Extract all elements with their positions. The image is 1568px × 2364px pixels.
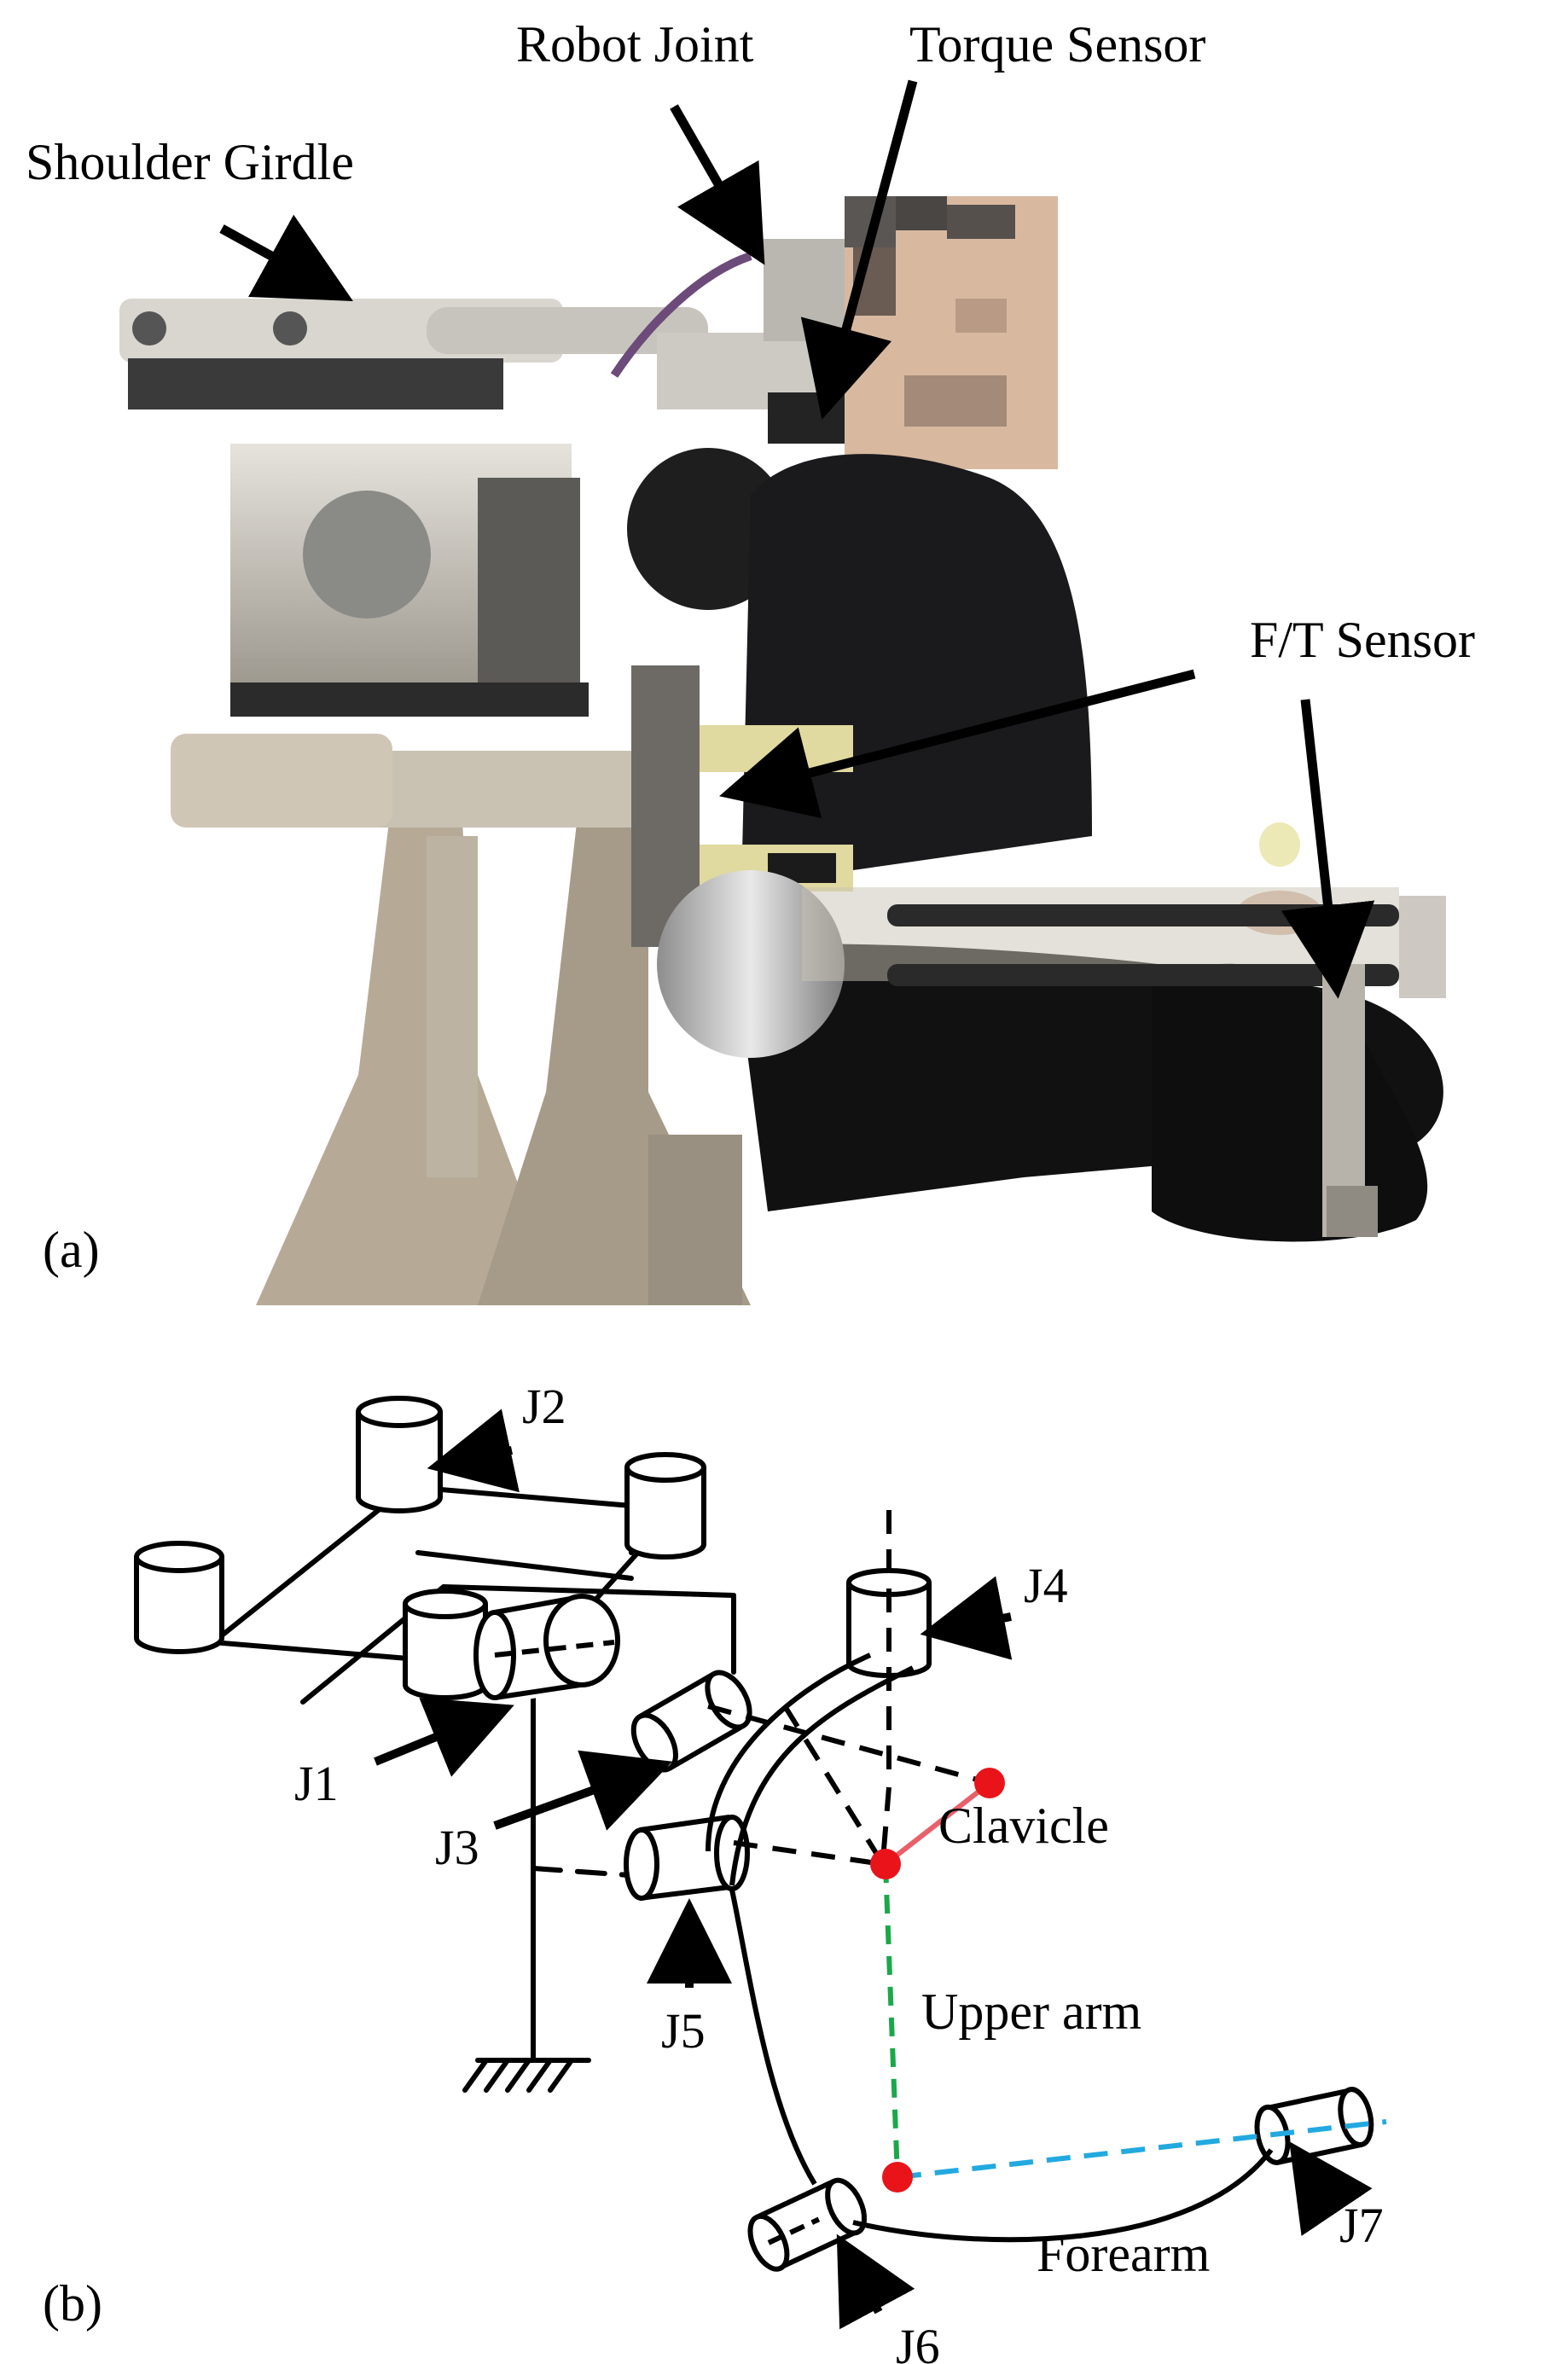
joint-axes [707, 1510, 990, 1867]
segment-points [870, 1768, 1005, 2193]
forearm-rod [887, 964, 1399, 986]
cylinder-right [624, 1452, 706, 1560]
frame-column [427, 836, 478, 1177]
cylinder-j1 [473, 1594, 620, 1702]
label-shoulder-girdle: Shoulder Girdle [26, 134, 354, 190]
label-upper-arm: Upper arm [921, 1984, 1141, 2040]
link-j4-j5-outer [729, 1665, 915, 1886]
shirt [742, 454, 1092, 870]
shoulder-girdle-plate [128, 358, 503, 409]
joint-cylinders [134, 1396, 1374, 2272]
robot-photo [119, 196, 1446, 1305]
forearm-segment [897, 2119, 1387, 2180]
label-j2: J2 [522, 1379, 566, 1434]
link-j4-j5 [706, 1652, 872, 1852]
frame-block [171, 734, 392, 828]
label-forearm: Forearm [1037, 2226, 1210, 2282]
arrow-robot-joint [670, 104, 765, 265]
arrow-torque-sensor [800, 79, 918, 420]
shoulder-motor-disc [627, 448, 789, 610]
cylinder-j6 [747, 2177, 868, 2272]
arrow-j6 [836, 2233, 915, 2330]
upper-arm-segment [883, 1863, 900, 2178]
label-j5: J5 [661, 2003, 706, 2059]
panel-a-tag: (a) [43, 1222, 100, 1278]
elbow-motor [657, 870, 845, 1058]
label-clavicle: Clavicle [938, 1798, 1109, 1854]
elbow-point [882, 2162, 913, 2193]
link-j5-j6 [729, 1889, 817, 2186]
label-ft-sensor: F/T Sensor [1250, 612, 1475, 668]
arrow-ft-sensor-forearm [1281, 699, 1375, 999]
label-j7: J7 [1339, 2198, 1384, 2253]
housing-base-plate [230, 682, 589, 717]
arrow-ft-sensor-upper [719, 669, 1196, 819]
label-j1: J1 [294, 1756, 339, 1811]
arrow-j4 [920, 1576, 1013, 1660]
label-j3: J3 [435, 1820, 479, 1875]
panel-b-tag: (b) [43, 2275, 102, 2332]
base-frame [211, 1486, 736, 2093]
cylinder-j2 [356, 1396, 443, 1513]
frame-leg [256, 793, 563, 1305]
label-torque-sensor: Torque Sensor [909, 16, 1205, 73]
arrow-j3 [493, 1750, 673, 1831]
forearm-end-bracket [1399, 896, 1446, 998]
arm-links [706, 1652, 1274, 2243]
label-j6: J6 [896, 2319, 940, 2364]
forearm-rod [887, 904, 1399, 926]
handle [1259, 822, 1300, 867]
arrow-j2 [427, 1409, 520, 1493]
cylinder-mid [403, 1589, 488, 1700]
kinematic-diagram: J1 J2 J3 J4 J5 J6 J7 Clavicle Upper arm … [43, 1379, 1387, 2364]
label-j4: J4 [1024, 1558, 1068, 1613]
callout-arrows [219, 79, 1375, 999]
frame-foot [648, 1135, 742, 1305]
housing-electronics [478, 478, 580, 682]
axis-j3 [707, 1704, 990, 1786]
label-robot-joint: Robot Joint [516, 16, 754, 73]
axis-j3-link [782, 1705, 886, 1866]
housing-motor [303, 491, 431, 619]
arrow-j7 [1289, 2141, 1373, 2236]
arrow-j1 [374, 1698, 514, 1777]
frame-crossbar [375, 751, 665, 828]
cylinder-j5 [624, 1815, 750, 1901]
clavicle-segment [884, 1780, 991, 1867]
panel-a-figure: Shoulder Girdle Robot Joint Torque Senso… [26, 16, 1475, 1305]
link-j6-j7 [852, 2148, 1274, 2243]
panel-b: J1 J2 J3 J4 J5 J6 J7 Clavicle Upper arm … [0, 1310, 1568, 2364]
arrow-shoulder-girdle [219, 214, 353, 301]
joint-arrows [374, 1409, 1373, 2330]
shoulder-point [870, 1849, 901, 1879]
cylinder-left [134, 1541, 224, 1654]
clavicle-end-point [974, 1768, 1005, 1798]
panel-a: Shoulder Girdle Robot Joint Torque Senso… [26, 16, 1475, 1305]
axis-j5 [733, 1840, 884, 1867]
